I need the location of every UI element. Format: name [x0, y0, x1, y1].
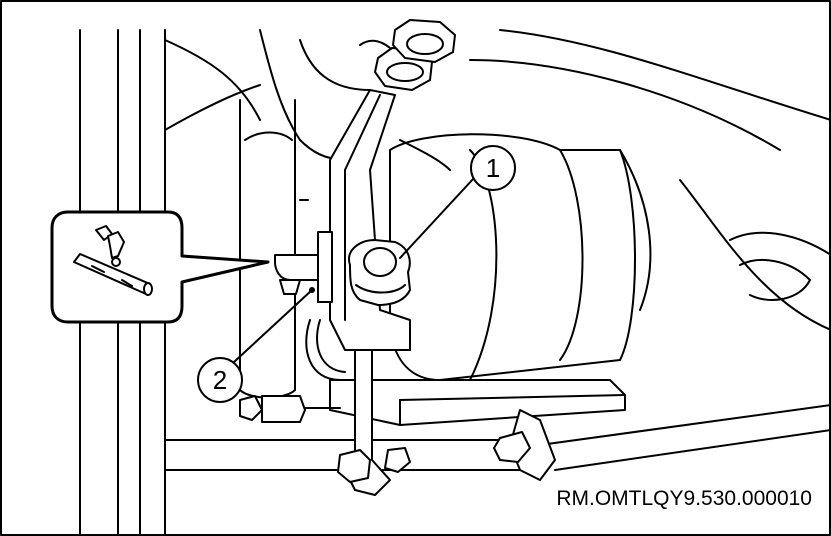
- grease-cap: [348, 239, 411, 306]
- bracket-arm: [329, 89, 411, 351]
- reference-code: RM.OMTLQY9.530.000010: [556, 487, 812, 510]
- background-body-contours: [164, 29, 831, 331]
- vehicle-frame-rails: [79, 29, 831, 536]
- top-nut-assembly: [359, 19, 456, 91]
- tank-body: [389, 133, 636, 381]
- leader-lines: [233, 177, 475, 363]
- inset-detail-box: [50, 210, 270, 324]
- callout-1: 1: [470, 145, 516, 191]
- callout-2: 2: [197, 357, 243, 403]
- lower-linkage: [239, 319, 556, 496]
- damper-cylinder: [239, 99, 296, 399]
- callout-1-label: 1: [486, 153, 500, 183]
- mounting-plate: [329, 379, 626, 426]
- callout-2-label: 2: [213, 365, 227, 395]
- lower-fitting: [274, 189, 333, 303]
